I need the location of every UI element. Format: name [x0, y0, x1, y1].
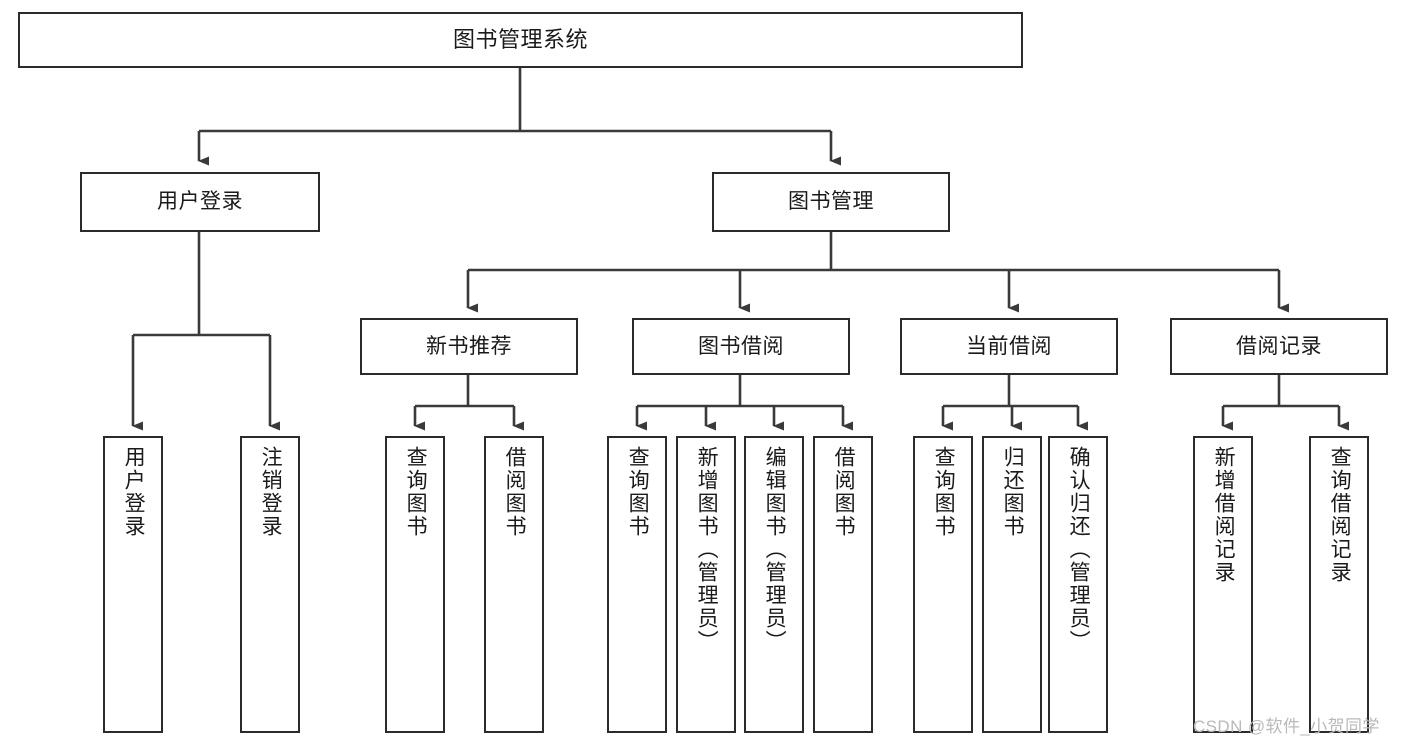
node-user-login[interactable]: 用户登录 — [80, 172, 320, 232]
node-current-borrow[interactable]: 当前借阅 — [900, 318, 1118, 375]
node-borrow-record-label: 借阅记录 — [1236, 334, 1322, 358]
node-root-system[interactable]: 图书管理系统 — [18, 12, 1023, 68]
node-leaf-query-book-3[interactable]: 查询图书 — [913, 436, 973, 733]
node-leaf-edit-book[interactable]: 编辑图书（管理员） — [744, 436, 804, 733]
node-leaf-confirm-return[interactable]: 确认归还（管理员） — [1048, 436, 1108, 733]
node-leaf-query-record[interactable]: 查询借阅记录 — [1309, 436, 1369, 733]
node-leaf-edit-book-label: 编辑图书（管理员） — [763, 446, 787, 653]
node-borrow-record[interactable]: 借阅记录 — [1170, 318, 1388, 375]
node-book-borrow-label: 图书借阅 — [698, 334, 784, 358]
node-new-book-recommend[interactable]: 新书推荐 — [360, 318, 578, 375]
node-leaf-logout-login[interactable]: 注销登录 — [240, 436, 300, 733]
node-leaf-query-book-3-label: 查询图书 — [932, 446, 956, 538]
node-leaf-borrow-book-1-label: 借阅图书 — [503, 446, 527, 538]
node-leaf-query-book-1-label: 查询图书 — [404, 446, 428, 538]
node-leaf-return-book-label: 归还图书 — [1001, 446, 1025, 538]
node-leaf-query-record-label: 查询借阅记录 — [1328, 446, 1352, 584]
node-leaf-confirm-return-label: 确认归还（管理员） — [1067, 446, 1091, 653]
node-book-manage-label: 图书管理 — [788, 190, 874, 214]
node-book-manage[interactable]: 图书管理 — [712, 172, 950, 232]
node-leaf-query-book-2-label: 查询图书 — [626, 446, 650, 538]
node-leaf-borrow-book-1[interactable]: 借阅图书 — [484, 436, 544, 733]
node-book-borrow[interactable]: 图书借阅 — [632, 318, 850, 375]
node-new-book-recommend-label: 新书推荐 — [426, 334, 512, 358]
node-leaf-user-login[interactable]: 用户登录 — [103, 436, 163, 733]
node-current-borrow-label: 当前借阅 — [966, 334, 1052, 358]
node-leaf-borrow-book-2[interactable]: 借阅图书 — [813, 436, 873, 733]
node-leaf-return-book[interactable]: 归还图书 — [982, 436, 1042, 733]
node-leaf-add-record-label: 新增借阅记录 — [1212, 446, 1236, 584]
node-root-system-label: 图书管理系统 — [452, 26, 588, 52]
csdn-watermark: CSDN @软件_小贺同学 — [1193, 717, 1380, 736]
node-user-login-label: 用户登录 — [157, 190, 243, 214]
node-leaf-logout-login-label: 注销登录 — [259, 446, 283, 538]
node-leaf-add-record[interactable]: 新增借阅记录 — [1193, 436, 1253, 733]
node-leaf-add-book[interactable]: 新增图书（管理员） — [676, 436, 736, 733]
node-leaf-user-login-label: 用户登录 — [122, 446, 146, 538]
node-leaf-borrow-book-2-label: 借阅图书 — [832, 446, 856, 538]
node-leaf-query-book-2[interactable]: 查询图书 — [607, 436, 667, 733]
node-leaf-query-book-1[interactable]: 查询图书 — [385, 436, 445, 733]
node-leaf-add-book-label: 新增图书（管理员） — [695, 446, 719, 653]
